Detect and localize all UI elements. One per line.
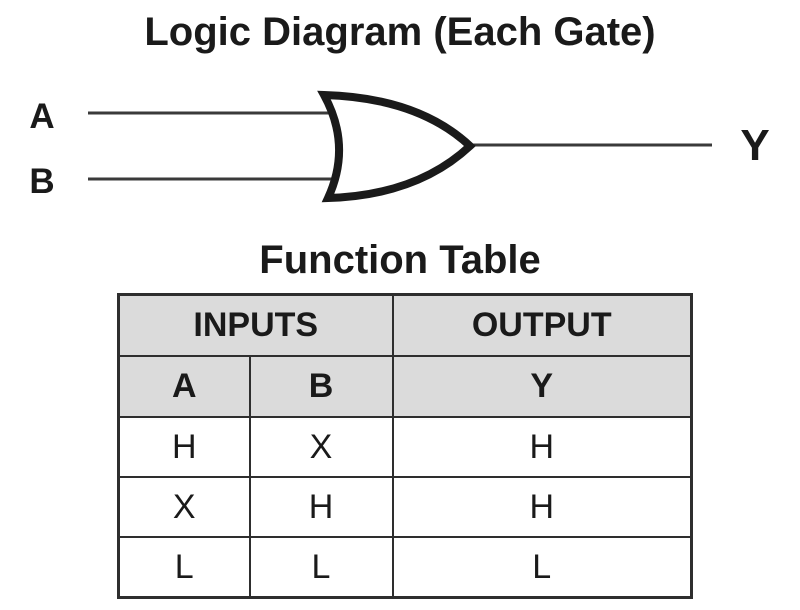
cell-b: X	[248, 416, 394, 478]
cell-b: H	[248, 476, 394, 538]
table-row: H X H	[117, 416, 693, 478]
input-a-label: A	[29, 97, 54, 136]
column-header-b: B	[248, 355, 394, 418]
table-row: L L L	[117, 536, 693, 599]
inputs-group-header: INPUTS	[117, 293, 394, 357]
function-table-title: Function Table	[259, 238, 541, 282]
table-row: X H H	[117, 476, 693, 538]
function-table: INPUTS OUTPUT A B Y H X H X H H L L L	[117, 293, 693, 599]
cell-y: H	[391, 416, 693, 478]
logic-diagram-title: Logic Diagram (Each Gate)	[144, 10, 656, 54]
cell-b: L	[248, 536, 394, 599]
output-y-label: Y	[740, 121, 769, 170]
cell-y: L	[391, 536, 693, 599]
table-group-header-row: INPUTS OUTPUT	[117, 293, 693, 357]
cell-a: H	[117, 416, 251, 478]
or-gate-diagram: A B Y	[29, 90, 770, 203]
cell-a: X	[117, 476, 251, 538]
cell-y: H	[391, 476, 693, 538]
input-b-label: B	[29, 162, 54, 201]
cell-a: L	[117, 536, 251, 599]
output-group-header: OUTPUT	[391, 293, 693, 357]
or-gate-symbol	[317, 90, 476, 203]
column-header-a: A	[117, 355, 251, 418]
column-header-y: Y	[391, 355, 693, 418]
table-column-header-row: A B Y	[117, 355, 693, 418]
